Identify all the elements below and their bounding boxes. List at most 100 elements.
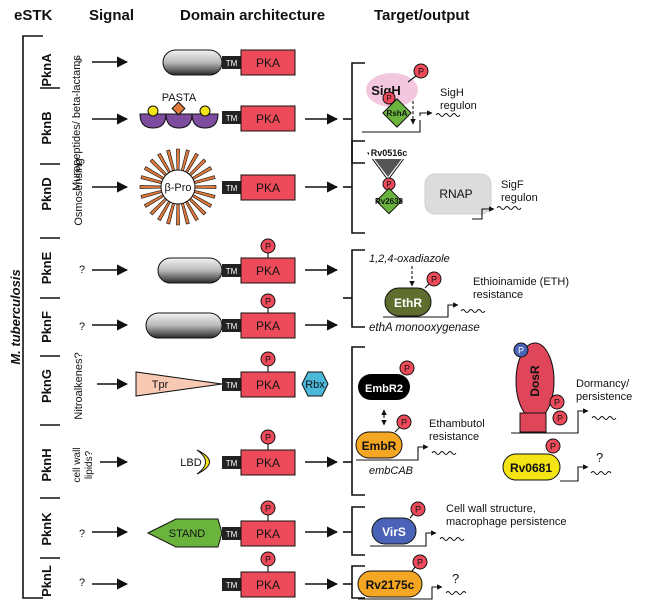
tm-segment-pknf xyxy=(222,319,241,332)
beta-propeller-blade xyxy=(139,185,163,189)
tm-segment-pknh xyxy=(222,456,241,469)
phospho-rsha xyxy=(382,91,396,105)
target-sigh: SigH P RshA P SigH regulon xyxy=(362,63,477,133)
beta-propeller-blade xyxy=(193,185,217,189)
lbd-domain xyxy=(196,449,210,475)
pka-domain-pknb xyxy=(240,105,296,132)
tpr-label: Tpr xyxy=(152,379,169,391)
pka-domain-pkna xyxy=(240,49,296,76)
tm-label-pkna: TM xyxy=(226,59,238,68)
pknk-architecture: STAND TM PKA P xyxy=(146,500,296,548)
bpro-label: β-Pro xyxy=(164,182,191,194)
pka-label-pknf: PKA xyxy=(256,319,280,333)
sigh-regulon-line1: SigH xyxy=(440,87,464,99)
tm-label-pknh: TM xyxy=(226,459,238,468)
phospho-ethr xyxy=(426,271,442,287)
target-dosr: DosR P P P Dormancy/ persistence Rv0681 … xyxy=(502,342,632,482)
etha-label: ethA monooxygenase xyxy=(369,322,480,334)
virs-label: VirS xyxy=(382,525,406,539)
pknl-architecture: TM PKA P xyxy=(222,551,296,598)
dormancy-line2: persistence xyxy=(576,391,632,403)
sigh-regulon-line2: regulon xyxy=(440,100,477,112)
phospho-label-virs: P xyxy=(415,505,421,515)
organism-bracket xyxy=(22,35,43,599)
rv0516c-label: Rv0516c xyxy=(371,148,408,158)
tm-segment-pknl xyxy=(222,578,241,591)
kinase-pknk: PknK xyxy=(39,512,54,546)
kinase-pknb: PknB xyxy=(39,111,54,144)
pasta-domains xyxy=(139,113,219,129)
phospho-label-embr: P xyxy=(401,418,407,428)
rv0681-protein xyxy=(502,453,561,481)
kinase-pknh: PknH xyxy=(39,448,54,481)
kinase-pknl: PknL xyxy=(39,565,54,597)
organism-label: M. tuberculosis xyxy=(8,269,23,364)
muropeptide-ball-2 xyxy=(199,105,211,117)
phospho-pknk xyxy=(260,500,276,516)
phospho-label-pkng: P xyxy=(265,355,271,365)
pka-domain-pknd xyxy=(240,174,296,201)
embr2-protein xyxy=(358,374,410,400)
header-signal: Signal xyxy=(89,7,134,24)
beta-lactam-diamond xyxy=(171,101,186,116)
eth-line1: Ethioinamide (ETH) xyxy=(473,276,569,288)
phospho-pknf xyxy=(260,293,276,309)
stand-label: STAND xyxy=(169,528,206,540)
rbx-label: Rbx xyxy=(305,379,325,391)
phospho-sigh xyxy=(413,63,429,79)
target-sigf: Rv0516c P Rv2638 RNAP SigF regulon xyxy=(367,148,538,220)
phospho-label-ethr: P xyxy=(431,275,437,285)
pasta-label: PASTA xyxy=(162,92,197,104)
pka-domain-pknh xyxy=(240,449,296,476)
ethambutol-line2: resistance xyxy=(429,431,479,443)
tm-segment-pknb xyxy=(222,111,241,124)
pkna-architecture: TM PKA xyxy=(162,49,296,76)
phospho-pkne xyxy=(260,238,276,254)
phospho-rv0681 xyxy=(545,438,561,454)
kinase-pkng: PknG xyxy=(39,369,54,403)
kinase-pkna: PknA xyxy=(39,53,54,87)
phospho-label-rv0681: P xyxy=(550,442,556,452)
beta-propeller-blades xyxy=(139,148,217,226)
tm-segment-pkng xyxy=(222,378,241,391)
signal-pkng: Nitroalkenes? xyxy=(73,352,85,419)
phospho-label-dosr-1: P xyxy=(554,398,560,408)
signal-pknh-line1: cell wall xyxy=(72,447,83,482)
sigf-regulon-line1: SigF xyxy=(501,179,524,191)
pka-label-pkne: PKA xyxy=(256,264,280,278)
extracellular-domain-pknf xyxy=(145,312,223,339)
virs-line1: Cell wall structure, xyxy=(446,503,536,515)
pka-label-pkna: PKA xyxy=(256,56,280,70)
embr-label: EmbR xyxy=(362,439,397,453)
phospho-dosr-2 xyxy=(552,410,568,426)
pkne-architecture: TM PKA P xyxy=(157,238,296,284)
kinase-pknd: PknD xyxy=(39,177,54,210)
sigf-regulon-line2: regulon xyxy=(501,192,538,204)
rbx-domain xyxy=(301,371,329,397)
beta-propeller-core xyxy=(160,169,196,205)
header-domain-architecture: Domain architecture xyxy=(180,7,325,24)
signal-pknb: Muropeptides/ beta-lactams xyxy=(71,55,83,191)
phospho-label-sigh: P xyxy=(418,67,424,77)
virs-protein xyxy=(371,517,417,545)
rnap-protein xyxy=(424,173,492,215)
kinase-pknf: PknF xyxy=(39,311,54,343)
phospho-label-dosr-2: P xyxy=(557,414,563,424)
oxadiazole-label: 1,2,4-oxadiazole xyxy=(369,253,450,265)
phospho-label-rv2175c: P xyxy=(417,558,423,568)
beta-propeller-blade xyxy=(176,148,180,172)
phospho-label-pknk: P xyxy=(265,504,271,514)
embr2-label: EmbR2 xyxy=(365,383,403,395)
target-rv2175c: Rv2175c P ? xyxy=(357,554,467,600)
rv2638-label: Rv2638 xyxy=(375,197,404,206)
rv2175c-protein xyxy=(357,570,423,598)
embcab-label: embCAB xyxy=(369,465,413,477)
header-estk: eSTK xyxy=(14,7,53,24)
ethr-label: EthR xyxy=(394,296,422,310)
tpr-domain xyxy=(135,371,223,397)
signal-pknk: ? xyxy=(79,528,85,540)
pka-label-pknk: PKA xyxy=(256,527,280,541)
rv2638-protein xyxy=(375,187,403,215)
tm-label-pknk: TM xyxy=(226,530,238,539)
